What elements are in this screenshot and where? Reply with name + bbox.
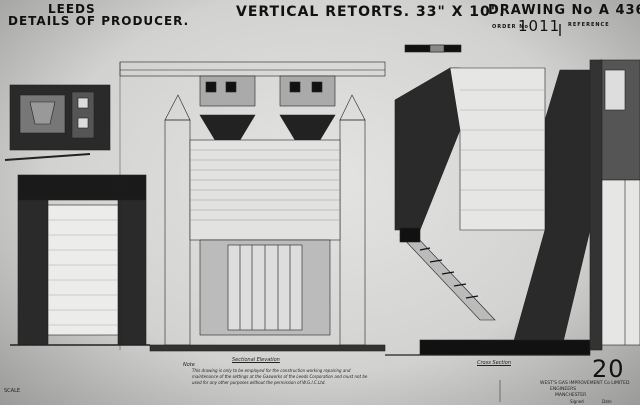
date-label: Date: [602, 399, 612, 404]
title-subject: DETAILS OF PRODUCER.: [8, 14, 190, 28]
signed-label: Signed: [570, 399, 584, 404]
sectional-elevation: [119, 61, 386, 352]
side-partial-view: [589, 59, 640, 351]
cross-section: [385, 44, 591, 356]
order-number: 1011: [518, 17, 561, 35]
company-line2: ENGINEERS: [550, 387, 577, 392]
note-text: This drawing is only to be employed for …: [192, 368, 368, 385]
reference-label: REFERENCE: [568, 22, 610, 28]
sectional-elevation-label: Sectional Elevation: [232, 357, 280, 363]
title-city: LEEDS: [48, 2, 96, 16]
sheet-number: 20: [592, 355, 625, 383]
company-name: WEST'S GAS IMPROVEMENT Co LIMITED: [540, 381, 630, 386]
front-elevation: [10, 174, 150, 346]
order-label: ORDER No: [492, 24, 529, 30]
plan-view: [4, 84, 111, 161]
title-heading: VERTICAL RETORTS. 33" X 10".: [236, 4, 506, 20]
drawing-number: DRAWING No A 4363: [488, 3, 640, 18]
cross-section-label: Cross Section: [477, 360, 511, 366]
scale-label: SCALE: [4, 388, 21, 394]
company-line3: MANCHESTER: [555, 393, 587, 398]
note-label: Note: [183, 362, 195, 368]
